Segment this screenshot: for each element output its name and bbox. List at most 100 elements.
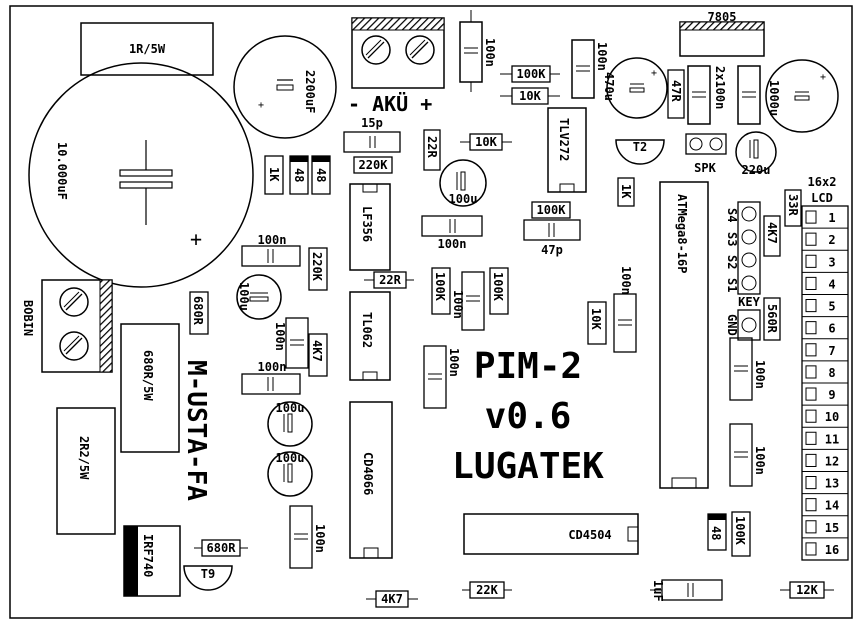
capacitor-100n-g: 100n — [273, 317, 309, 369]
label-100k-a: 100K — [517, 67, 547, 81]
capacitor-47p: 47p — [523, 219, 581, 257]
label-c-100n-k: 100n — [753, 446, 767, 475]
label-680r5w: 680R/5W — [141, 350, 155, 401]
label-220k-b: 220K — [310, 252, 324, 282]
chip-tlv272: TLV272 — [547, 107, 587, 193]
capacitor-2x100n: 2x100n — [687, 65, 761, 125]
label-100u-c: 100u — [276, 401, 305, 415]
label-4k7-a: 4K7 — [765, 222, 779, 244]
lcd-pin-label: 3 — [828, 255, 835, 269]
label-100k-b: 100K — [537, 203, 567, 217]
lcd-pin-pad — [805, 542, 817, 556]
capacitor-100n-c: 100n — [421, 215, 483, 251]
capacitor-1uf: 1uF — [650, 579, 723, 602]
resistor-4k7-b: 4K7 — [308, 333, 328, 377]
board-version: v0.6 — [485, 396, 572, 437]
lcd-pin-pad — [805, 453, 817, 467]
polarity-plus-2200uf: + — [258, 100, 264, 111]
label-100u-a: 100u — [449, 192, 478, 206]
capacitor-100u-b: 100u — [236, 274, 282, 320]
capacitor-100u-d: 100u — [267, 451, 313, 497]
label-220k-a: 220K — [359, 158, 389, 172]
label-s3: S3 — [725, 232, 739, 246]
resistor-22r-b: 22R — [364, 271, 414, 289]
capacitor-100u-a: 100u — [439, 159, 487, 207]
speaker-connector: SPK — [685, 133, 727, 175]
capacitor-100n-h: 100n — [241, 360, 301, 395]
label-22r-a: 22R — [425, 136, 439, 158]
label-680r-b: 680R — [207, 541, 237, 555]
lcd-pin-label: 5 — [828, 300, 835, 314]
chip-atmega8: ATMega8-16P — [659, 181, 709, 489]
label-c-100n-i: 100n — [447, 348, 461, 377]
capacitor-15p: 15p — [343, 116, 401, 153]
lcd-pin-pad — [805, 387, 817, 401]
capacitor-100u-c: 100u — [267, 401, 313, 447]
board-outline — [9, 5, 853, 619]
label-c-100n-top: 100n — [483, 38, 497, 67]
chip-tl062: TL062 — [349, 291, 391, 381]
lcd-pin-label: 6 — [828, 322, 835, 336]
lcd-pin-label: 16 — [825, 543, 839, 557]
lcd-pin-pad — [805, 409, 817, 423]
capacitor-10000uf: 10.000uF + — [28, 62, 254, 288]
capacitor-100n-top: 100n — [459, 10, 497, 92]
lcd-pin-label: 11 — [825, 432, 839, 446]
label-100k-e: 100K — [733, 516, 747, 546]
lcd-pin-label: 7 — [828, 344, 835, 358]
capacitor-2200uf: 2200uF + — [233, 35, 337, 139]
label-470u: 470u — [602, 72, 616, 101]
label-47r: 47R — [669, 80, 683, 102]
lcd-pin-pad — [805, 321, 817, 335]
resistor-220k-b: 220K — [308, 247, 328, 291]
resistor-100k-a: 100K — [500, 65, 560, 83]
resistor-10k-a: 10K — [500, 87, 560, 105]
label-100k-d: 100K — [491, 272, 505, 302]
board-title: PIM-2 — [474, 346, 582, 387]
polarity-plus-470u: + — [651, 68, 657, 79]
lcd-pin-pad — [805, 210, 817, 224]
resistor-680r-a: 680R — [189, 291, 209, 335]
label-s4: S4 — [725, 208, 739, 222]
label-47p: 47p — [541, 243, 563, 257]
label-1k-a: 1K — [267, 167, 281, 182]
label-t9: T9 — [201, 567, 215, 581]
label-22r-b: 22R — [379, 273, 401, 287]
resistor-100k-d: 100K — [489, 267, 509, 315]
label-c-100n-l: 100n — [313, 524, 327, 553]
lcd-pin-pad — [805, 343, 817, 357]
resistor-560r: 560R — [763, 297, 781, 341]
lcd-pin-pad — [805, 520, 817, 534]
label-battery: - AKÜ + — [348, 92, 432, 116]
lcd-pin-pad — [805, 498, 817, 512]
resistor-4k7-c: 4K7 — [366, 590, 418, 608]
label-lf356: LF356 — [360, 206, 374, 242]
label-48-b: 48 — [314, 168, 328, 182]
label-gnd: GND — [725, 314, 739, 336]
label-c-100n-e: 100n — [451, 290, 465, 319]
label-10000uf: 10.000uF — [55, 142, 69, 200]
resistor-10k-b: 10K — [460, 133, 512, 151]
label-22k: 22K — [476, 583, 498, 597]
coil-terminal: BOBIN — [21, 279, 113, 373]
label-bobin: BOBIN — [21, 300, 35, 336]
label-1r5w: 1R/5W — [129, 42, 166, 56]
capacitor-220u: 220u — [735, 131, 777, 177]
battery-terminal: - AKÜ + — [348, 17, 445, 116]
lcd-pin-label: 9 — [828, 388, 835, 402]
lcd-pin-label: 10 — [825, 410, 839, 424]
lcd-pin-label: 12 — [825, 454, 839, 468]
lcd-pin-pad — [805, 232, 817, 246]
label-c-100n-j: 100n — [753, 360, 767, 389]
resistor-100k-e: 100K — [731, 511, 751, 557]
lcd-pin-label: 4 — [828, 277, 835, 291]
lcd-pin-label: 2 — [828, 233, 835, 247]
label-15p: 15p — [361, 116, 383, 130]
lcd-pin-label: 15 — [825, 521, 839, 535]
label-s1: S1 — [725, 278, 739, 292]
label-c-100n-b: 100n — [595, 42, 609, 71]
diode-48-a: 48 — [289, 155, 309, 195]
lcd-pin-pad — [805, 254, 817, 268]
resistor-4k7-a: 4K7 — [763, 215, 781, 257]
